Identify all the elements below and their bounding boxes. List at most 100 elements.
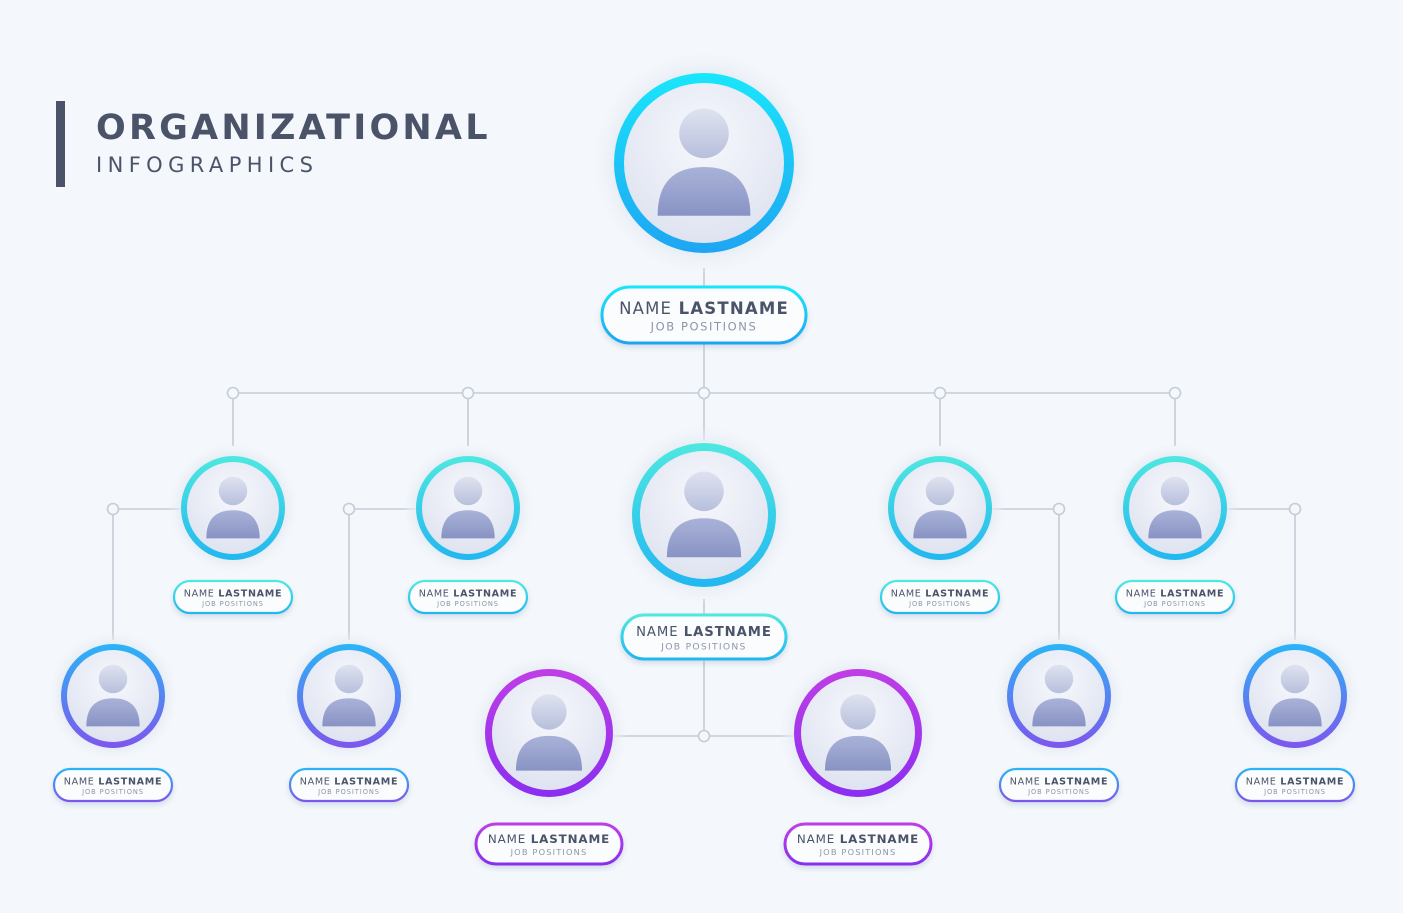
connector-lines [106, 268, 1302, 743]
job-position: JOB POSITIONS [1143, 600, 1206, 608]
person-head [531, 694, 567, 730]
first-name: NAME [619, 299, 679, 318]
avatar-disc [187, 462, 279, 554]
avatar-disc [640, 451, 768, 579]
person-head [1044, 664, 1074, 694]
job-position: JOB POSITIONS [1263, 788, 1326, 796]
person-name: NAME LASTNAME [891, 588, 989, 599]
last-name: LASTNAME [98, 776, 162, 787]
person-body [206, 510, 260, 539]
connector-dot [697, 386, 711, 400]
name-card [879, 579, 1001, 615]
first-name: NAME [184, 588, 219, 599]
person-body [666, 518, 742, 558]
person-body [824, 735, 892, 771]
person-icon [1148, 476, 1202, 539]
person-name: NAME LASTNAME [1010, 776, 1108, 787]
name-card [1114, 579, 1236, 615]
person-body [657, 167, 751, 216]
first-name: NAME [797, 832, 840, 846]
first-name: NAME [488, 832, 531, 846]
person-icon [666, 471, 742, 558]
person-icon [322, 664, 376, 727]
last-name: LASTNAME [684, 625, 772, 640]
page-title: ORGANIZATIONAL [96, 108, 491, 148]
job-position: JOB POSITIONS [819, 847, 897, 857]
job-position: JOB POSITIONS [436, 600, 499, 608]
last-name: LASTNAME [1044, 776, 1108, 787]
person-name: NAME LASTNAME [797, 832, 919, 846]
person-name: NAME LASTNAME [300, 776, 398, 787]
name-card-border [783, 822, 933, 866]
name-card-border [288, 767, 410, 803]
person-body [1268, 698, 1322, 727]
person-head [334, 664, 364, 694]
last-name: LASTNAME [1280, 776, 1344, 787]
person-icon [86, 664, 140, 727]
avatar-disc [1249, 650, 1341, 742]
avatar-disc [624, 83, 784, 243]
name-card-border [879, 579, 1001, 615]
last-name: LASTNAME [453, 588, 517, 599]
avatar-disc [422, 462, 514, 554]
first-name: NAME [419, 588, 454, 599]
person-head [1280, 664, 1310, 694]
connector-dot [342, 502, 356, 516]
connector-dot [697, 729, 711, 743]
person-icon [1268, 664, 1322, 727]
first-name: NAME [891, 588, 926, 599]
name-card-border [998, 767, 1120, 803]
name-card [172, 579, 294, 615]
person-body [1032, 698, 1086, 727]
person-head [925, 476, 955, 506]
person-head [684, 471, 724, 512]
name-card-border [1234, 767, 1356, 803]
name-card-border [620, 613, 788, 661]
name-card-border [172, 579, 294, 615]
name-card [600, 285, 808, 345]
first-name: NAME [64, 776, 99, 787]
name-card [998, 767, 1120, 803]
person-body [913, 510, 967, 539]
avatar-disc [894, 462, 986, 554]
person-icon [1032, 664, 1086, 727]
person-name: NAME LASTNAME [619, 299, 789, 318]
avatar-disc [801, 676, 915, 790]
connector-dot [1288, 502, 1302, 516]
name-card [407, 579, 529, 615]
job-position: JOB POSITIONS [1027, 788, 1090, 796]
name-card-border [407, 579, 529, 615]
connector-dot [933, 386, 947, 400]
job-position: JOB POSITIONS [650, 320, 758, 334]
connector-dot [1052, 502, 1066, 516]
name-card [474, 822, 624, 866]
person-head [98, 664, 128, 694]
person-head [453, 476, 483, 506]
name-card-border [474, 822, 624, 866]
job-position: JOB POSITIONS [317, 788, 380, 796]
job-position: JOB POSITIONS [201, 600, 264, 608]
name-card [1234, 767, 1356, 803]
first-name: NAME [1246, 776, 1281, 787]
job-position: JOB POSITIONS [510, 847, 588, 857]
last-name: LASTNAME [840, 832, 919, 846]
person-head [679, 108, 729, 159]
name-card-border [1114, 579, 1236, 615]
last-name: LASTNAME [679, 299, 789, 318]
page-subtitle: INFOGRAPHICS [96, 153, 319, 177]
connector-dot [461, 386, 475, 400]
person-body [441, 510, 495, 539]
last-name: LASTNAME [218, 588, 282, 599]
person-icon [515, 694, 583, 771]
job-position: JOB POSITIONS [660, 641, 746, 652]
avatar-disc [1013, 650, 1105, 742]
person-name: NAME LASTNAME [1126, 588, 1224, 599]
